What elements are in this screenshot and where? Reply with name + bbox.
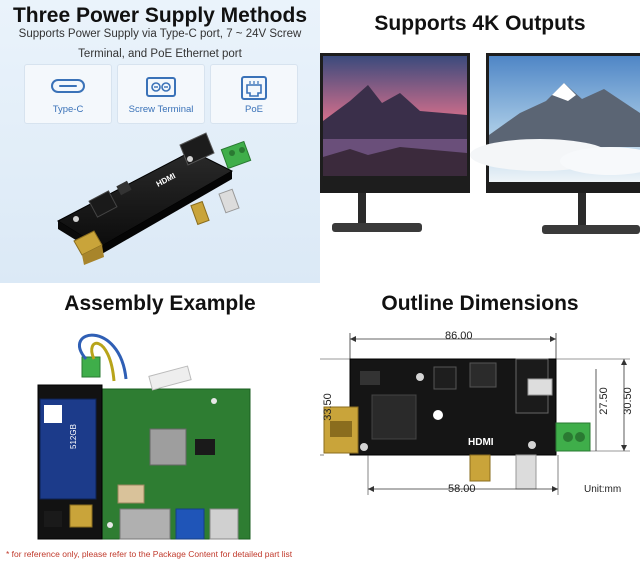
feature-screw-terminal: Screw Terminal xyxy=(117,64,205,124)
feature-poe-label: PoE xyxy=(245,104,263,115)
usb-c-icon xyxy=(51,79,85,93)
feature-type-c-label: Type-C xyxy=(52,104,84,115)
screw-terminal-icon xyxy=(146,77,176,97)
4k-output-panel: Supports 4K Outputs xyxy=(320,0,640,283)
ethernet-icon xyxy=(241,76,267,100)
assembly-image: 512GB xyxy=(37,333,251,540)
4k-output-title: Supports 4K Outputs xyxy=(374,12,586,35)
power-supply-subtitle-line1: Supports Power Supply via Type-C port, 7… xyxy=(18,28,302,40)
feature-type-c: Type-C xyxy=(24,64,112,124)
feature-screw-terminal-label: Screw Terminal xyxy=(128,104,194,115)
dimensions-title: Outline Dimensions xyxy=(381,292,579,315)
dimension-hdmi-silk: HDMI xyxy=(468,437,494,448)
dimension-drawing: HDMI xyxy=(320,333,630,495)
power-supply-subtitle-line2: Terminal, and PoE Ethernet port xyxy=(78,48,242,60)
feature-poe: PoE xyxy=(210,64,298,124)
dimension-left-height: 33.50 xyxy=(321,393,334,421)
dimension-top-length: 86.00 xyxy=(445,330,473,342)
dual-monitor-image xyxy=(320,53,640,234)
dimension-right-outer-height: 30.50 xyxy=(621,387,634,415)
dimensions-panel: Outline Dimensions HDMI xyxy=(320,283,640,567)
assembly-panel: Assembly Example 512GB * for reference o… xyxy=(0,283,320,567)
dimension-bottom-length: 58.00 xyxy=(448,483,476,495)
dimension-unit: Unit:mm xyxy=(584,484,622,495)
power-supply-panel: Three Power Supply Methods Supports Powe… xyxy=(0,0,320,283)
power-supply-title: Three Power Supply Methods xyxy=(12,4,308,27)
assembly-title: Assembly Example xyxy=(64,292,256,315)
module-label: 512GB xyxy=(69,424,78,449)
reference-footnote: * for reference only, please refer to th… xyxy=(6,549,293,559)
dimension-right-inner-height: 27.50 xyxy=(597,387,610,415)
hdmi-adapter-board-image: HDMI xyxy=(56,132,252,265)
